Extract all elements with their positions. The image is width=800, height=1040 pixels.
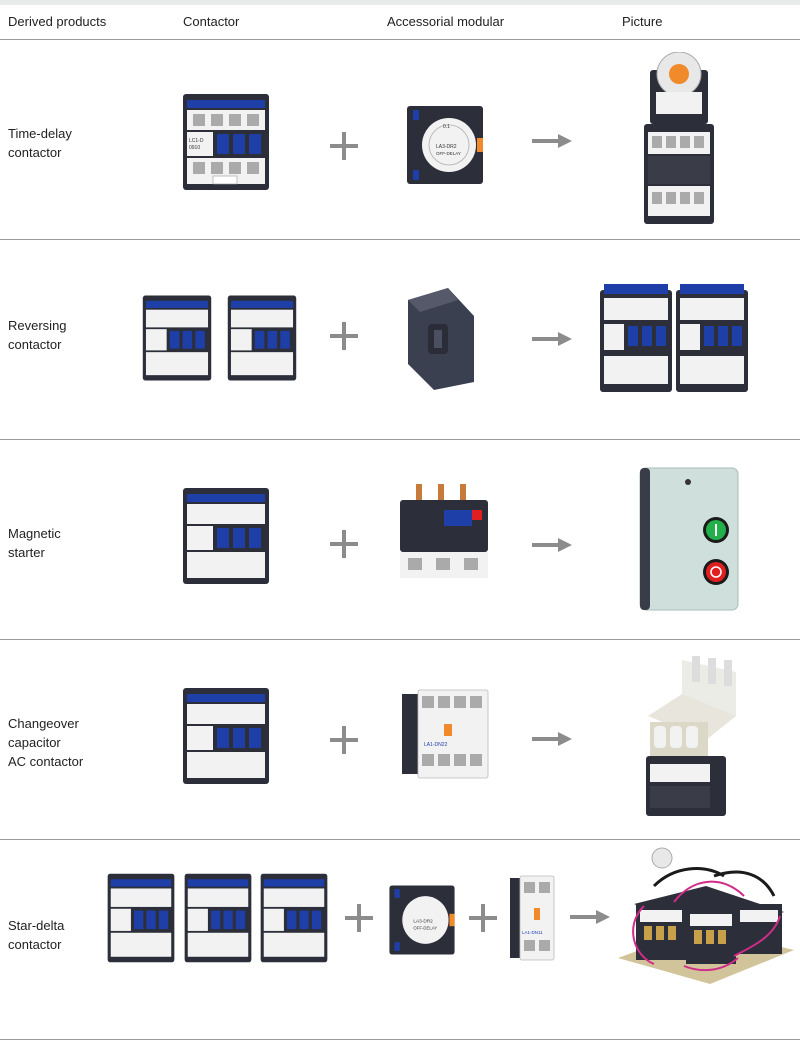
star-delta-assembly-image [614, 846, 796, 988]
plus-icon [330, 132, 358, 160]
contactor-image [177, 484, 275, 588]
header-picture: Picture [622, 14, 663, 29]
row-reversing: Reversing contactor [0, 240, 800, 440]
svg-text:LC1-D: LC1-D [189, 138, 204, 144]
capacitor-contactor-image [636, 656, 746, 826]
row-magnetic-starter: Magnetic starter [0, 440, 800, 640]
arrow-icon [532, 134, 572, 148]
svg-text:OFF-DELAY: OFF-DELAY [436, 151, 461, 156]
top-strip [0, 0, 800, 5]
row-label: Star-delta contactor [8, 918, 65, 952]
arrow-icon [532, 538, 572, 552]
auxiliary-contact-block-image: LA1-DN11 [508, 874, 556, 962]
contactor-image [223, 292, 301, 384]
arrow-icon [532, 732, 572, 746]
reversing-contactor-image [596, 280, 752, 396]
plus-icon [330, 726, 358, 754]
header-accessorial-modular: Accessorial modular [387, 14, 505, 29]
plus-icon [345, 904, 373, 932]
row-star-delta: Star-delta contactor [0, 840, 800, 1040]
time-delay-module-image: LA3-DR2 OFF-DELAY [386, 882, 458, 958]
svg-text:LA3-DR2: LA3-DR2 [413, 919, 433, 925]
plus-icon [330, 322, 358, 350]
svg-text:OFF-DELAY: OFF-DELAY [413, 926, 437, 931]
auxiliary-contact-block-image: LA1-DN22 [400, 688, 492, 780]
header-contactor: Contactor [183, 14, 240, 29]
row-label: Changeover capacitor AC contactor [8, 716, 84, 769]
row-label: Time-delay contactor [8, 126, 72, 160]
contactor-image: LC1-D 0910 [177, 90, 275, 194]
row-label: Magnetic starter [8, 526, 61, 560]
svg-text:0910: 0910 [189, 145, 200, 151]
table-header: Derived products Contactor Accessorial m… [0, 5, 800, 40]
row-label: Reversing contactor [8, 318, 67, 352]
header-derived-products: Derived products [8, 14, 107, 29]
time-delay-contactor-image [636, 52, 722, 230]
arrow-icon [532, 332, 572, 346]
svg-text:LA3-DR2: LA3-DR2 [436, 144, 457, 150]
contactor-image [103, 870, 179, 966]
contactor-image [256, 870, 332, 966]
row-time-delay: Time-delay contactor LC1-D 0910 0.1 LA3-… [0, 40, 800, 240]
contactor-image [180, 870, 256, 966]
svg-text:0.1: 0.1 [443, 124, 450, 130]
contactor-image [138, 292, 216, 384]
thermal-overload-relay-image [394, 482, 494, 582]
row-capacitor-contactor: Changeover capacitor AC contactor LA1-DN… [0, 640, 800, 840]
contactor-image [177, 684, 275, 788]
plus-icon [469, 904, 497, 932]
svg-text:LA1-DN22: LA1-DN22 [424, 742, 448, 748]
magnetic-starter-enclosure-image [638, 464, 742, 614]
plus-icon [330, 530, 358, 558]
arrow-icon [570, 910, 610, 924]
time-delay-module-image: 0.1 LA3-DR2 OFF-DELAY [403, 102, 487, 188]
mechanical-interlock-image [398, 286, 480, 392]
svg-text:LA1-DN11: LA1-DN11 [522, 930, 543, 935]
